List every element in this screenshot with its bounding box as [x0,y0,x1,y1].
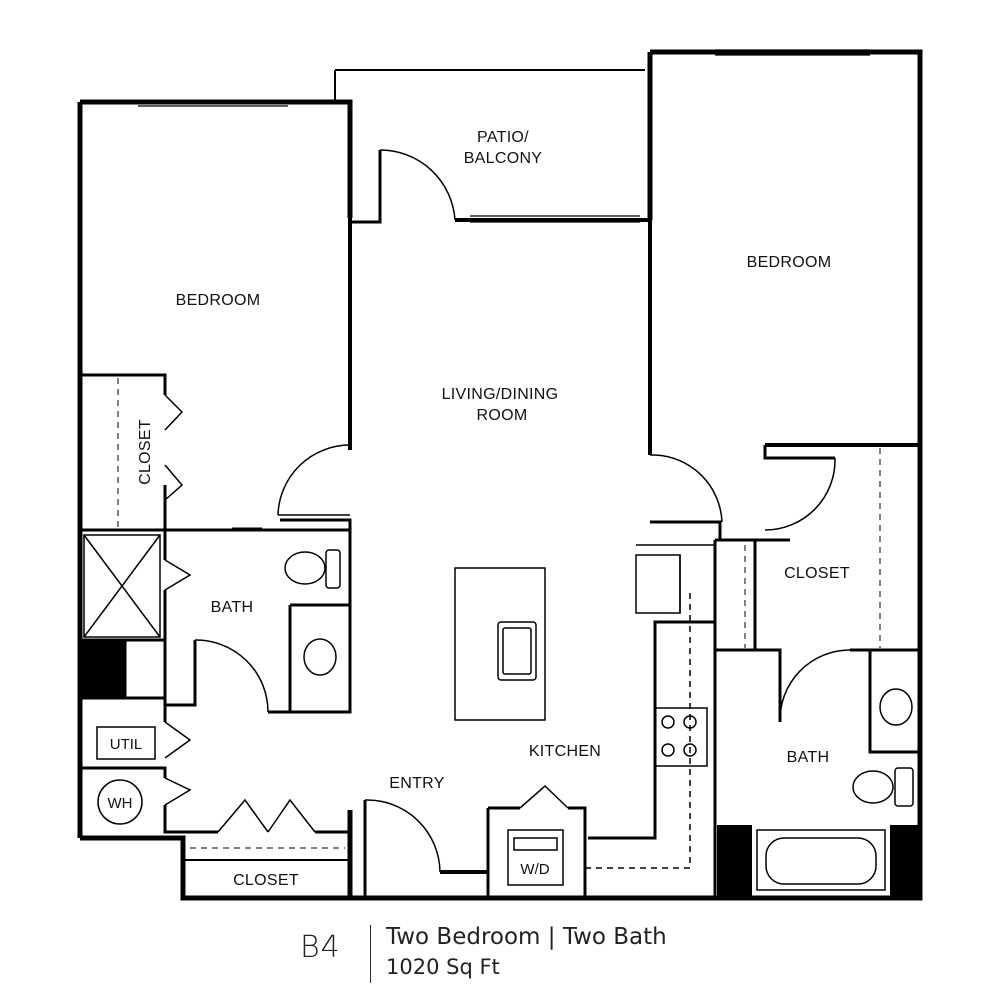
label-entry: ENTRY [389,775,444,792]
windows [138,49,870,223]
label-bedroom-right: BEDROOM [747,254,832,271]
label-wh: WH [108,795,133,812]
fixtures [80,534,918,898]
unit-code: B4 [300,930,341,965]
plan-footer: B4 Two Bedroom | Two Bath 1020 Sq Ft [300,920,800,990]
label-kitchen: KITCHEN [529,743,601,760]
label-util: UTIL [110,736,143,753]
label-bath-right: BATH [787,749,830,766]
label-bath-left: BATH [211,599,254,616]
label-closet-entry: CLOSET [233,872,299,889]
label-living-dining: LIVING/DINING [442,386,559,403]
interior-walls [80,69,920,898]
unit-description: Two Bedroom | Two Bath [386,924,667,950]
exterior-walls [77,49,923,901]
room-labels: PATIO/ BALCONY BEDROOM BEDROOM LIVING/DI… [108,129,850,889]
door-swings [117,149,881,873]
label-bedroom-left: BEDROOM [176,292,261,309]
footer-divider [370,925,371,983]
label-patio: PATIO/ [477,129,529,146]
label-closet-left: CLOSET [137,419,154,485]
label-balcony: BALCONY [464,150,543,167]
label-room: ROOM [477,407,528,424]
label-closet-right: CLOSET [784,565,850,582]
unit-area: 1020 Sq Ft [386,955,500,979]
label-wd: W/D [520,861,549,878]
floor-plan: PATIO/ BALCONY BEDROOM BEDROOM LIVING/DI… [77,49,923,901]
